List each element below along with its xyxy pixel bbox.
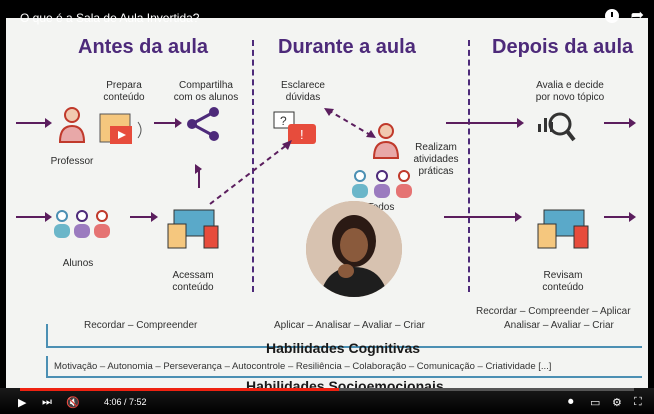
fullscreen-icon[interactable]: ⛶ [634,396,642,408]
arrow [16,118,52,128]
divider-2 [468,40,470,292]
header-depois: Depois da aula [492,36,634,58]
share-diagram-icon [187,107,219,141]
next-icon[interactable]: ⏭ [42,396,52,408]
dashed-double-arrow [324,108,376,138]
progress-bar[interactable] [20,388,634,391]
acessam-label: Acessam conteúdo [172,270,214,293]
volume-icon[interactable]: 🔇 [66,397,80,409]
video-title[interactable]: O que é a Sala de Aula Invertida? [20,11,200,25]
divider-1 [252,40,254,292]
arrow [130,212,158,222]
svg-text:!: ! [300,127,304,142]
students-icon [352,170,412,198]
devices-icon [537,209,589,249]
player-controls [0,388,654,414]
devices-icon [167,209,219,249]
presenter-icon [306,201,402,297]
arrow [154,118,182,128]
header-durante: Durante a aula [278,36,416,58]
svg-text:?: ? [280,114,287,128]
time-display: 4:06 / 7:52 [104,397,147,407]
compartilha-label: Compartilha com os alunos [173,80,239,103]
analytics-icon [538,112,576,142]
depois-skills-2: Analisar – Avaliar – Criar [504,320,614,331]
prepara-label: Prepara conteúdo [103,80,145,103]
revisam-label: Revisam conteúdo [542,270,584,293]
dashed-arrow [209,140,292,205]
socio-list: Motivação – Autonomia – Perseverança – A… [54,361,552,372]
progress-played [20,388,340,391]
header-antes: Antes da aula [78,36,209,58]
durante-skills: Aplicar – Analisar – Avaliar – Criar [274,320,425,331]
antes-skills: Recordar – Compreender [84,320,198,331]
arrow [444,212,522,222]
presenter-video [306,201,402,297]
teacher-icon [372,123,400,159]
depois-skills-1: Recordar – Compreender – Aplicar [476,306,631,317]
realizam-label: Realizam atividades práticas [413,142,459,177]
share-icon[interactable]: ➦ [630,7,644,24]
todos-label: Todos [367,202,395,213]
subtitles-icon[interactable]: ▭ [590,397,601,409]
arrow [446,118,524,128]
slide: Antes da aula Durante a aula Depois da a… [6,18,648,396]
avalia-label: Avalia e decide por novo tópico [535,80,605,103]
alunos-icon [54,210,110,238]
questions-icon: ? ! [273,111,316,144]
bracket [46,356,642,378]
watch-later-icon[interactable] [604,9,619,23]
bracket [46,324,642,348]
arrow [195,164,202,188]
cognitivas-label: Habilidades Cognitivas [266,340,421,356]
settings-icon[interactable]: ⚙ [612,397,622,409]
professor-label: Professor [50,156,94,167]
arrow [604,118,636,128]
professor-icon [58,107,86,143]
arrow [604,212,636,222]
play-icon[interactable]: ▶ [18,397,27,409]
content-icon [99,113,142,144]
arrow [16,212,52,222]
alunos-label: Alunos [62,258,94,269]
top-controls: ➦ [604,7,644,24]
esclarece-label: Esclarece dúvidas [281,80,325,103]
autoplay-icon[interactable]: ⏺ [568,396,574,408]
